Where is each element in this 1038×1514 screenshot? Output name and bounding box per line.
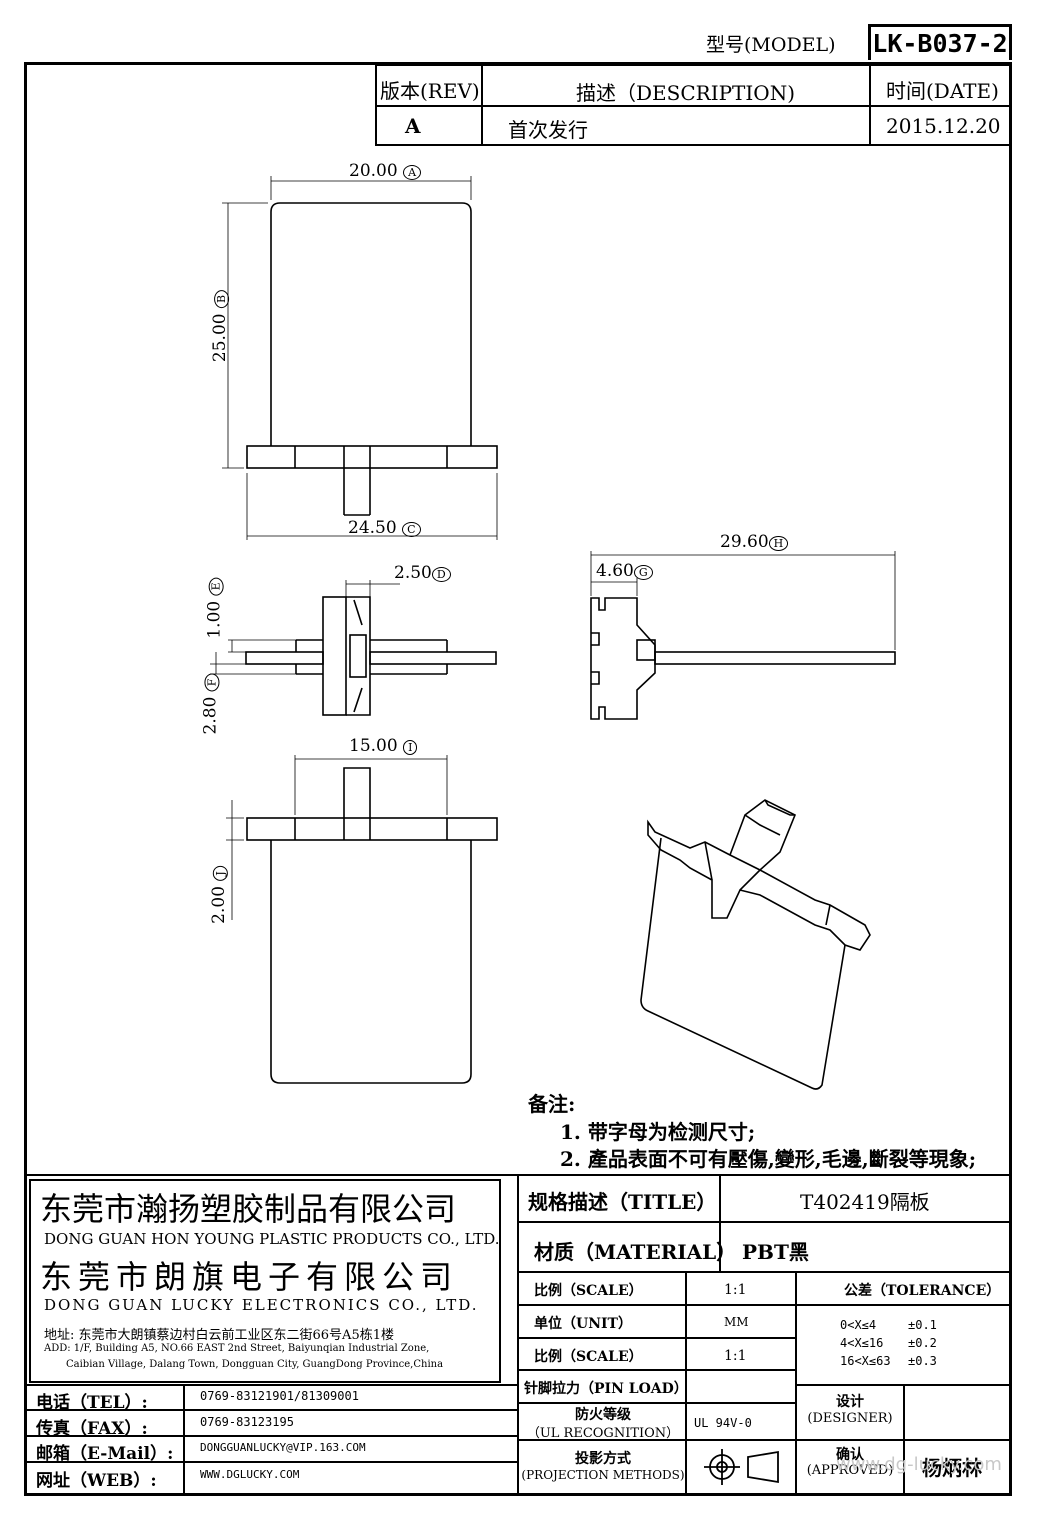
scale2-label: 比例（SCALE） xyxy=(534,1349,643,1365)
tol-value-3: ±0.3 xyxy=(908,1354,937,1368)
desc-value: 首次发行 xyxy=(508,118,588,142)
scale-value: 1:1 xyxy=(724,1282,747,1298)
title-label: 规格描述（TITLE） xyxy=(528,1190,717,1214)
date-header: 时间(DATE) xyxy=(886,79,999,103)
fire-label-2: （UL RECOGNITION） xyxy=(526,1426,680,1441)
dim-f: 2.80 F xyxy=(200,673,220,734)
date-value: 2015.12.20 xyxy=(886,114,1001,138)
title-block xyxy=(24,1174,1012,1496)
front-dimensions xyxy=(222,176,498,540)
tol-range-1: 0<X≤4 xyxy=(840,1318,877,1332)
revision-table xyxy=(375,64,1011,146)
pin-load-label: 针脚拉力（PIN LOAD） xyxy=(524,1381,688,1397)
company-name-cn-2: 东莞市朗旗电子有限公司 xyxy=(40,1258,459,1296)
rev-value: A xyxy=(405,114,421,138)
title-value: T402419隔板 xyxy=(800,1190,930,1214)
fire-value: UL 94V-0 xyxy=(694,1416,752,1430)
tol-range-2: 4<X≤16 xyxy=(840,1336,884,1350)
web-label: 网址（WEB）: xyxy=(36,1471,157,1491)
note-1: 1. 带字母为检测尺寸; xyxy=(560,1120,756,1144)
company-address-cn: 地址: 东莞市大朗镇蔡边村白云前工业区东二街66号A5栋1楼 xyxy=(44,1328,394,1343)
front-view xyxy=(246,202,498,516)
company-name-en-1: DONG GUAN HON YOUNG PLASTIC PRODUCTS CO.… xyxy=(44,1230,500,1248)
email-label: 邮箱（E-Mail）: xyxy=(36,1444,174,1464)
unit-label: 单位（UNIT） xyxy=(534,1316,632,1332)
tol-value-1: ±0.1 xyxy=(908,1318,937,1332)
fax-value: 0769-83123195 xyxy=(200,1415,294,1429)
dim-e: 1.00 E xyxy=(205,577,225,639)
designer-label-1: 设计 xyxy=(836,1394,864,1410)
email-value: DONGGUANLUCKY@VIP.163.COM xyxy=(200,1441,366,1454)
note-2: 2. 產品表面不可有壓傷,變形,毛邊,斷裂等現象; xyxy=(560,1147,977,1171)
right-dimensions xyxy=(590,551,896,650)
web-value: WWW.DGLUCKY.COM xyxy=(200,1468,300,1481)
tel-label: 电话（TEL）: xyxy=(36,1393,148,1413)
company-name-en-2: DONG GUAN LUCKY ELECTRONICS CO., LTD. xyxy=(44,1296,479,1314)
dim-c: 24.50 C xyxy=(348,518,421,538)
scale2-value: 1:1 xyxy=(724,1348,747,1364)
model-label: 型号(MODEL) xyxy=(706,34,836,56)
right-view xyxy=(590,597,896,720)
bottom-view xyxy=(246,767,498,1084)
approved-label-1: 确认 xyxy=(836,1447,864,1463)
projection-label-2: (PROJECTION METHODS) xyxy=(521,1468,685,1482)
desc-header: 描述（DESCRIPTION) xyxy=(576,81,795,105)
material-label: 材质（MATERIAL） xyxy=(534,1240,737,1264)
tolerance-label: 公差（TOLERANCE） xyxy=(844,1283,1001,1299)
company-address-en-1: ADD: 1/F, Building A5, NO.66 EAST 2nd St… xyxy=(44,1343,430,1354)
approved-label-2: (APPROVED) xyxy=(806,1463,894,1478)
company-address-en-2: Caibian Village, Dalang Town, Dongguan C… xyxy=(66,1359,444,1370)
fax-label: 传真（FAX）: xyxy=(36,1419,148,1439)
isometric-view xyxy=(640,799,871,1090)
rev-header: 版本(REV) xyxy=(380,79,480,103)
dim-i: 15.00 I xyxy=(349,736,418,756)
tol-range-3: 16<X≤63 xyxy=(840,1354,891,1368)
unit-value: MM xyxy=(724,1315,749,1329)
scale-label: 比例（SCALE） xyxy=(534,1283,643,1299)
material-value: PBT黑 xyxy=(742,1240,809,1264)
tel-value: 0769-83121901/81309001 xyxy=(200,1389,359,1403)
side-dimensions xyxy=(210,580,400,675)
watermark: www.dg-lucky.com xyxy=(836,1454,1002,1475)
projection-symbol xyxy=(704,1449,779,1485)
model-number: LK-B037-2 xyxy=(868,24,1012,60)
designer-label-2: (DESIGNER) xyxy=(807,1411,893,1426)
approved-value: 杨炳林 xyxy=(922,1456,982,1480)
tol-value-2: ±0.2 xyxy=(908,1336,937,1350)
dim-b: 25.00 B xyxy=(210,289,230,362)
fire-label-1: 防火等级 xyxy=(575,1407,631,1423)
dim-j: 2.00 J xyxy=(209,866,229,924)
side-view xyxy=(245,596,497,716)
projection-label-1: 投影方式 xyxy=(575,1451,631,1467)
dim-a: 20.00 A xyxy=(349,161,422,181)
notes-title: 备注: xyxy=(528,1092,576,1116)
bottom-dimensions xyxy=(226,755,448,920)
company-name-cn-1: 东莞市瀚扬塑胶制品有限公司 xyxy=(40,1190,457,1228)
